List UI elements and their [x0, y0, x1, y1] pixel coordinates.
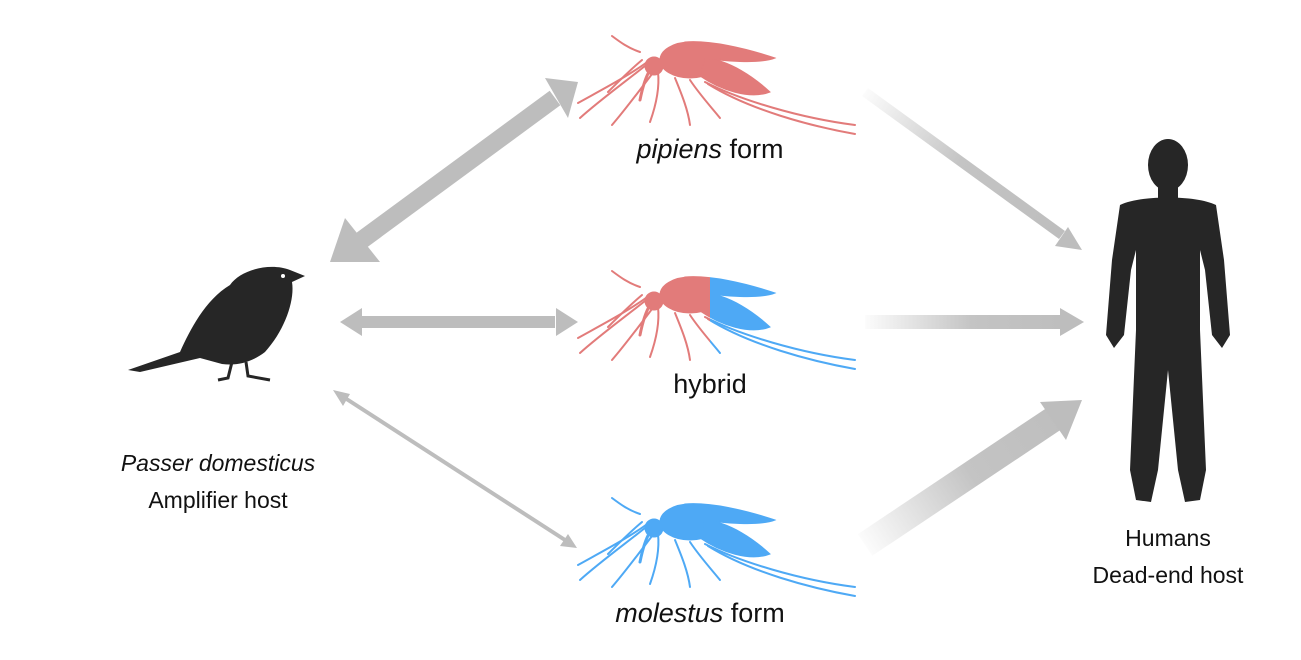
molestus-name: molestus — [615, 598, 724, 628]
arrow-hybrid-human — [865, 308, 1084, 336]
arrow-molestus-human — [857, 400, 1082, 556]
mosquito-icon — [576, 34, 857, 136]
arrow-bird-hybrid — [340, 308, 578, 336]
bird-role: Amplifier host — [148, 487, 288, 513]
human-name: Humans — [1125, 525, 1211, 551]
bird-species: Passer domesticus — [120, 450, 316, 476]
bird-label: Passer domesticus Amplifier host — [88, 445, 348, 519]
pipiens-suffix: form — [722, 134, 784, 164]
human-role: Dead-end host — [1092, 562, 1244, 588]
sparrow-icon — [128, 266, 305, 382]
molestus-label: molestus form — [550, 598, 850, 629]
pipiens-label: pipiens form — [560, 134, 860, 165]
molestus-suffix: form — [723, 598, 785, 628]
pipiens-name: pipiens — [636, 134, 723, 164]
arrow-bird-pipiens — [330, 78, 578, 262]
mosquito-icon — [576, 496, 857, 598]
arrow-pipiens-human — [862, 87, 1082, 250]
human-icon — [1106, 139, 1230, 502]
human-label: Humans Dead-end host — [1058, 520, 1278, 594]
mosquito-icon — [576, 269, 857, 371]
hybrid-label: hybrid — [673, 369, 747, 399]
arrow-bird-molestus — [333, 390, 577, 548]
